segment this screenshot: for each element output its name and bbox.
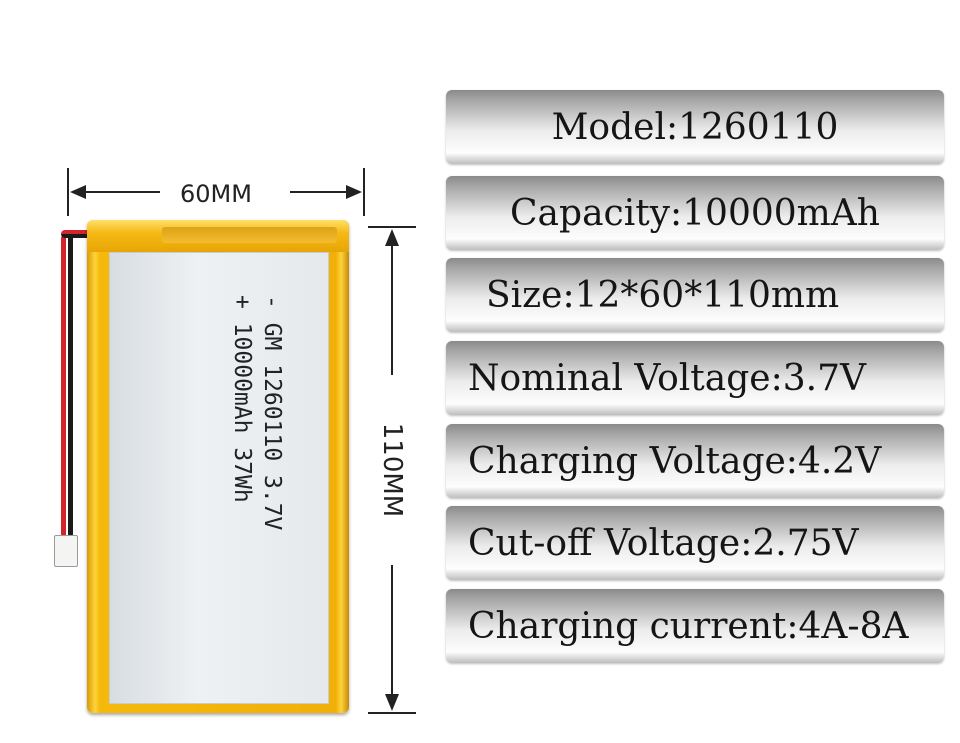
spec-capacity: Capacity:10000mAh <box>446 176 944 250</box>
spec-key: Charging current: <box>468 605 799 647</box>
spec-key: Capacity: <box>510 192 683 234</box>
spec-key: Cut-off Voltage: <box>468 522 753 564</box>
spec-size: Size:12*60*110mm <box>446 258 944 332</box>
spec-value: 3.7V <box>782 357 866 399</box>
battery-pcb <box>162 227 337 243</box>
spec-value: 4A-8A <box>798 605 909 647</box>
battery-print: - GM 1260110 3.7V+ 10000mAh 37Wh <box>167 295 287 625</box>
width-label: 60MM <box>180 180 252 208</box>
height-label: 110MM <box>377 422 407 518</box>
arrow-right-icon <box>346 185 362 199</box>
battery-cell: - GM 1260110 3.7V+ 10000mAh 37Wh <box>87 220 349 713</box>
battery-print-line-2: + 10000mAh 37Wh <box>229 295 255 503</box>
spec-nominal-voltage: Nominal Voltage:3.7V <box>446 341 944 415</box>
wire-connector <box>54 535 78 567</box>
spec-key: Nominal Voltage: <box>468 357 783 399</box>
spec-value: 2.75V <box>752 522 859 564</box>
wire-black <box>68 236 73 536</box>
spec-value: 4.2V <box>797 440 882 482</box>
spec-key: Size: <box>486 274 575 316</box>
arrow-left-icon <box>70 185 86 199</box>
spec-charging-current: Charging current:4A-8A <box>446 589 944 663</box>
battery-print-line-1: - GM 1260110 3.7V <box>259 295 285 531</box>
battery-top-edge <box>87 220 349 252</box>
arrow-up-icon <box>385 229 399 246</box>
spec-charging-voltage: Charging Voltage:4.2V <box>446 424 944 498</box>
height-dimension <box>368 226 416 714</box>
wire-red <box>61 236 66 536</box>
spec-cutoff-voltage: Cut-off Voltage:2.75V <box>446 506 944 580</box>
spec-value: 10000mAh <box>682 192 880 234</box>
spec-value: 12*60*110mm <box>574 274 840 316</box>
spec-key: Charging Voltage: <box>468 440 798 482</box>
arrow-down-icon <box>385 694 399 711</box>
spec-model: Model:1260110 <box>446 90 944 164</box>
wire-bend <box>61 230 101 238</box>
battery-label <box>109 252 329 704</box>
spec-key: Model: <box>551 106 679 148</box>
spec-value: 1260110 <box>678 106 839 148</box>
